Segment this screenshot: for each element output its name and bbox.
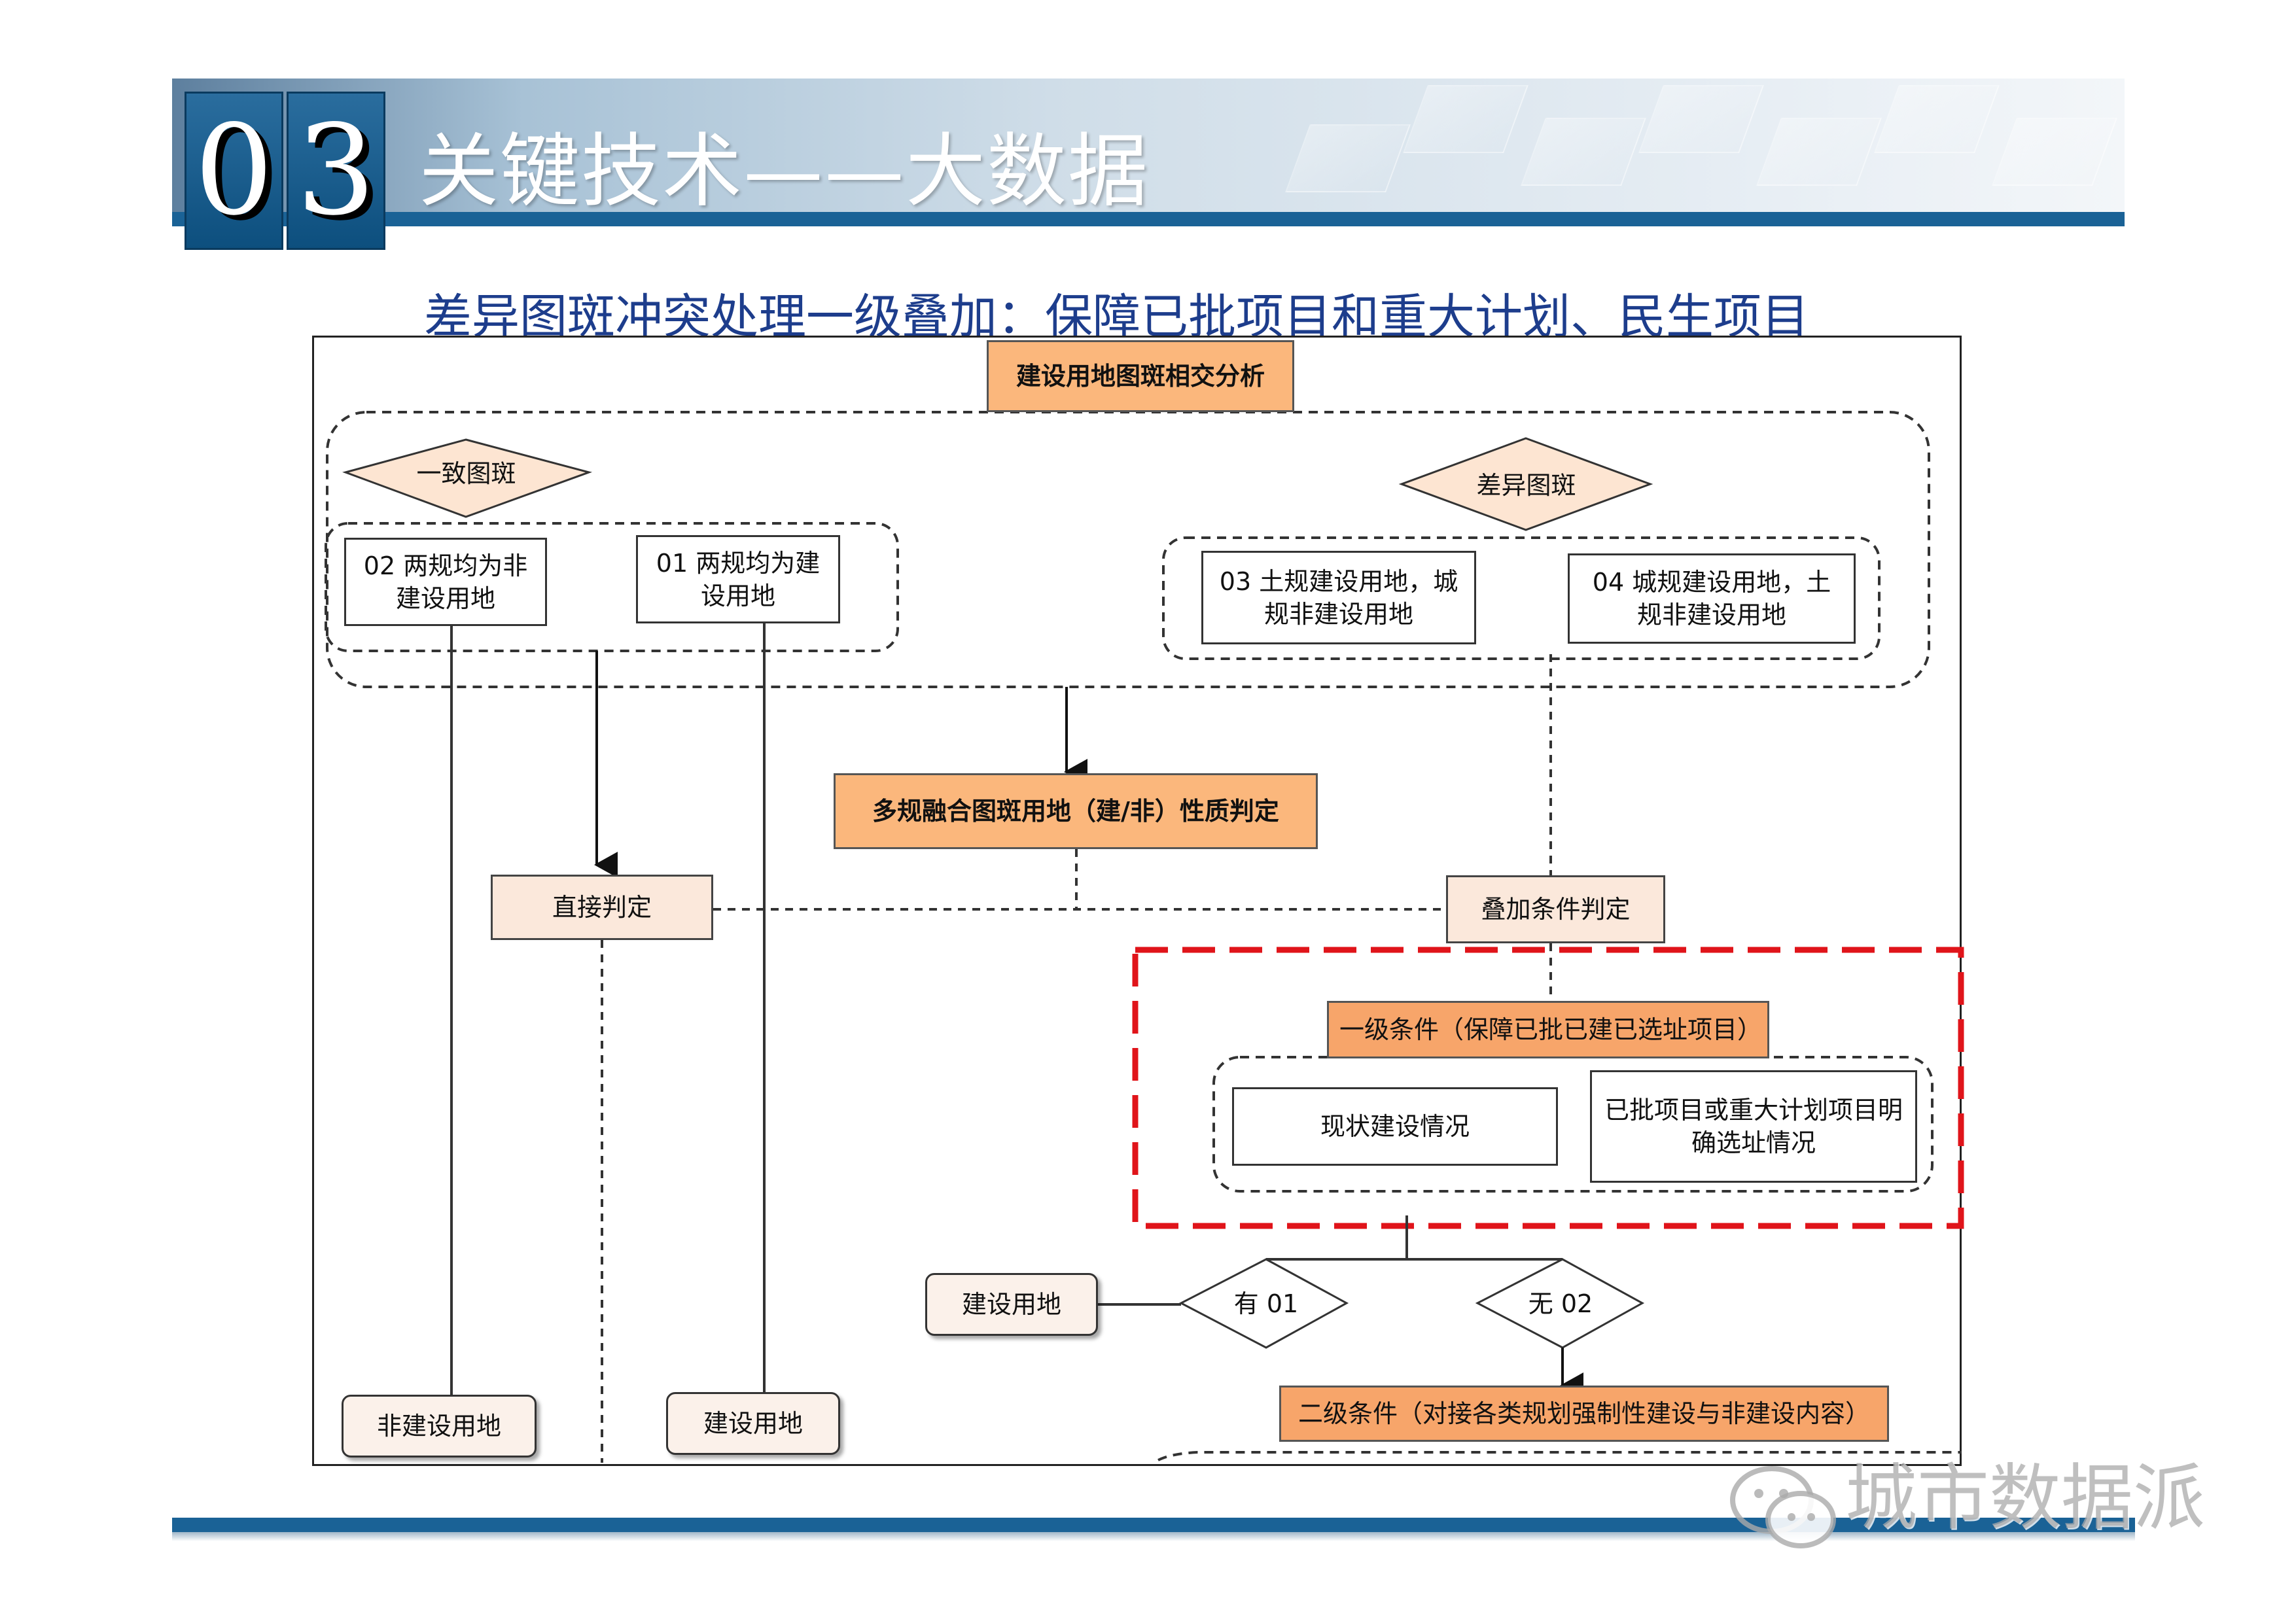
current-construction-status-box: 现状建设情况 <box>1232 1087 1558 1166</box>
section-number-digit-0: 0 <box>185 92 283 250</box>
section-number-digit-3: 3 <box>287 92 385 250</box>
construction-land-result: 建设用地 <box>666 1392 840 1455</box>
box-02-both-non-construction: 02 两规均为非建设用地 <box>344 538 547 626</box>
box-01-both-construction: 01 两规均为建设用地 <box>636 535 840 623</box>
header-banner <box>172 79 2125 219</box>
box-03-land-plan-construction: 03 土规建设用地，城规非建设用地 <box>1201 551 1476 644</box>
level1-condition-box: 一级条件（保障已批已建已选址项目） <box>1327 1001 1769 1058</box>
direct-determination-box: 直接判定 <box>491 875 713 940</box>
page-title: 关键技术——大数据 <box>419 125 1149 218</box>
wechat-icon <box>1730 1466 1836 1548</box>
footer-line <box>172 1518 2135 1532</box>
no-02-label: 无 02 <box>1528 1289 1593 1318</box>
non-construction-land-result: 非建设用地 <box>342 1395 537 1457</box>
construction-land-result-mid: 建设用地 <box>925 1273 1098 1336</box>
different-patch-label: 差异图斑 <box>1476 471 1576 500</box>
header-underline <box>172 212 2125 226</box>
level2-condition-box: 二级条件（对接各类规划强制性建设与非建设内容） <box>1279 1386 1889 1442</box>
consistent-patch-label: 一致图斑 <box>416 459 516 488</box>
spatial-intersection-analysis-box: 建设用地图斑相交分析 <box>987 340 1294 412</box>
has-01-label: 有 01 <box>1233 1289 1299 1318</box>
page-subtitle: 差异图斑冲突处理一级叠加：保障已批项目和重大计划、民生项目 <box>424 289 1809 345</box>
box-04-city-plan-construction: 04 城规建设用地，土规非建设用地 <box>1568 553 1856 644</box>
watermark-text: 城市数据派 <box>1845 1456 2205 1540</box>
approved-project-site-box: 已批项目或重大计划项目明确选址情况 <box>1590 1070 1917 1183</box>
land-nature-determination-box: 多规融合图斑用地（建/非）性质判定 <box>834 773 1318 849</box>
overlay-condition-box: 叠加条件判定 <box>1446 875 1665 943</box>
footer-shadow <box>172 1532 2135 1541</box>
